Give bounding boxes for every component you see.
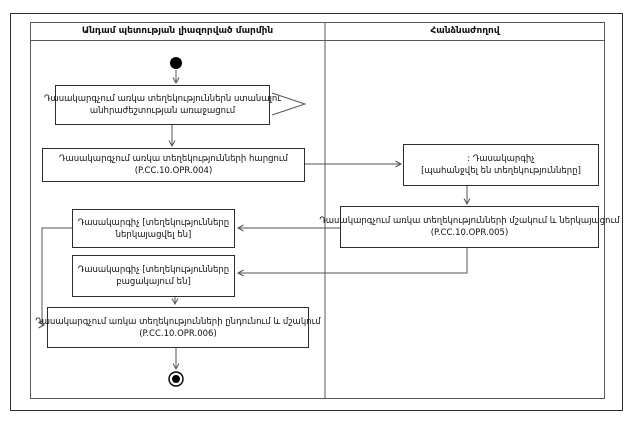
object-classifier-requested-line1: : Դասակարգիչ xyxy=(467,154,535,164)
activity-query-info-code: (P.CC.10.OPR.004) xyxy=(134,166,213,176)
activity-process-present-code: (P.CC.10.OPR.005) xyxy=(430,228,509,238)
object-classifier-presented-state: ներկայացվել են] xyxy=(115,229,192,240)
page-border xyxy=(10,13,623,411)
object-classifier-requested-state: [պահանջվել են տեղեկությունները] xyxy=(421,166,581,176)
swimlane-frame xyxy=(30,22,605,399)
object-classifier-requested: : Դասակարգիչ [պահանջվել են տեղեկությունն… xyxy=(403,144,599,186)
activity-query-info: Դասակարգչում առկա տեղեկությունների հարցո… xyxy=(42,148,305,182)
lane-header-authorized-body: Անդամ պետության լիազորված մարմին xyxy=(81,26,274,36)
swimlane-header-row xyxy=(30,22,605,41)
lane-header-commission: Հանձնաժողով xyxy=(430,26,500,36)
object-classifier-absent-state: բացակայում են] xyxy=(116,277,191,287)
activity-receive-process: Դասակարգչում առկա տեղեկությունների ընդու… xyxy=(35,307,321,348)
object-classifier-absent-line1: Դասակարգիչ [տեղեկությունները xyxy=(77,265,230,275)
activity-process-present-line1: Դասակարգչում առկա տեղեկությունների մշակո… xyxy=(319,216,620,226)
activity-need-arises-line1: Դասակարգչում առկա տեղեկություններն ստանա… xyxy=(44,94,281,104)
activity-receive-process-code: (P.CC.10.OPR.006) xyxy=(139,328,217,339)
activity-need-arises: Դասակարգչում առկա տեղեկություններն ստանա… xyxy=(44,85,281,125)
activity-query-info-line1: Դասակարգչում առկա տեղեկությունների հարցո… xyxy=(59,154,288,164)
object-classifier-presented: Դասակարգիչ [տեղեկությունները ներկայացվել… xyxy=(72,209,235,248)
activity-need-arises-line2: անհրաժեշտության առաջացում xyxy=(89,106,236,116)
activity-process-present: Դասակարգչում առկա տեղեկությունների մշակո… xyxy=(319,206,620,248)
object-classifier-absent: Դասակարգիչ [տեղեկությունները բացակայում … xyxy=(72,255,235,297)
activity-receive-process-line1: Դասակարգչում առկա տեղեկությունների ընդու… xyxy=(35,316,321,327)
object-classifier-presented-line1: Դասակարգիչ [տեղեկությունները xyxy=(77,217,230,228)
